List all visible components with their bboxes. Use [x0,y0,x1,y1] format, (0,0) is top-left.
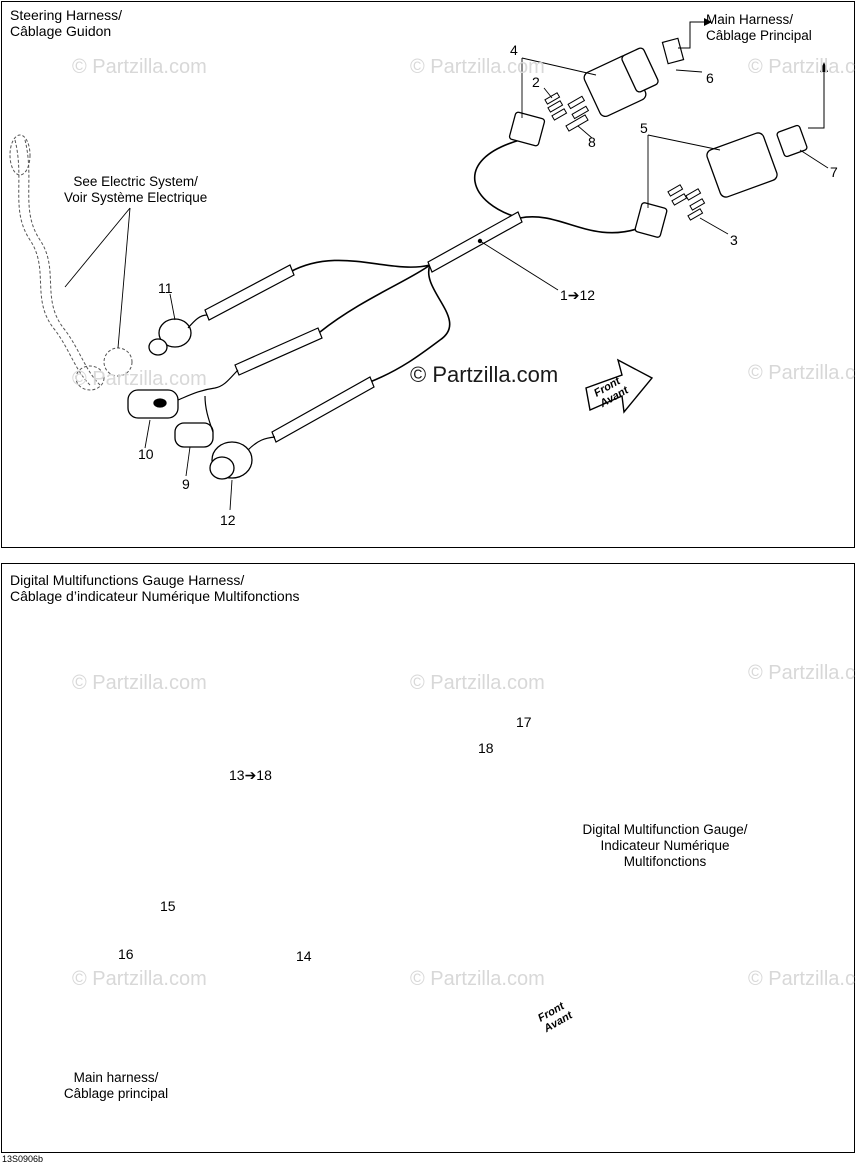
watermark: © Partzilla.com [410,56,545,78]
connector-housing-4-shape [508,47,659,147]
watermark: © Partzilla.com [748,968,856,990]
gauge-callout: Digital Multifunction Gauge/Indicateur N… [582,822,748,869]
part-label: 4 [510,42,518,58]
watermark: © Partzilla.com [410,672,545,694]
part-label: 14 [296,948,312,964]
part-label: 5 [640,120,648,136]
main-harness-bottom-callout: Main harness/Câblage principal [63,1070,169,1101]
part-label: 7 [830,164,838,180]
watermark: © Partzilla.com [72,56,207,78]
watermark: © Partzilla.com [72,968,207,990]
part-label: 17 [516,714,532,730]
part-label: 18 [478,740,494,756]
part-label: 10 [138,446,154,462]
part-label: 9 [182,476,190,492]
part-label: 3 [730,232,738,248]
watermark: © Partzilla.com [72,672,207,694]
main-harness-callout: Main Harness/Câblage Principal [706,12,812,43]
part-label: 12 [220,512,236,528]
part-label: 11 [158,280,173,296]
part-label: 1➔12 [560,287,596,303]
part-label: 2 [532,74,540,90]
bottom-title: Digital Multifunctions Gauge Harness/Câb… [10,572,300,604]
part-label: 13➔18 [229,767,272,783]
watermark: © Partzilla.com [410,968,545,990]
part-label: 16 [118,946,134,962]
watermark: © Partzilla.com [72,368,207,390]
part-label: 6 [706,70,714,86]
part-label: 15 [160,898,176,914]
electric-system-callout: See Electric System/Voir Système Electri… [64,174,208,205]
top-title: Steering Harness/Câblage Guidon [10,7,123,39]
watermark: © Partzilla.com [748,662,856,684]
reference-code: 13S0906b [2,1154,44,1164]
watermark-center: © Partzilla.com [410,362,559,387]
gauge-harness-panel [1,563,855,1153]
watermark: © Partzilla.com [748,56,856,78]
watermark: © Partzilla.com [748,362,856,384]
part-label: 8 [588,134,596,150]
